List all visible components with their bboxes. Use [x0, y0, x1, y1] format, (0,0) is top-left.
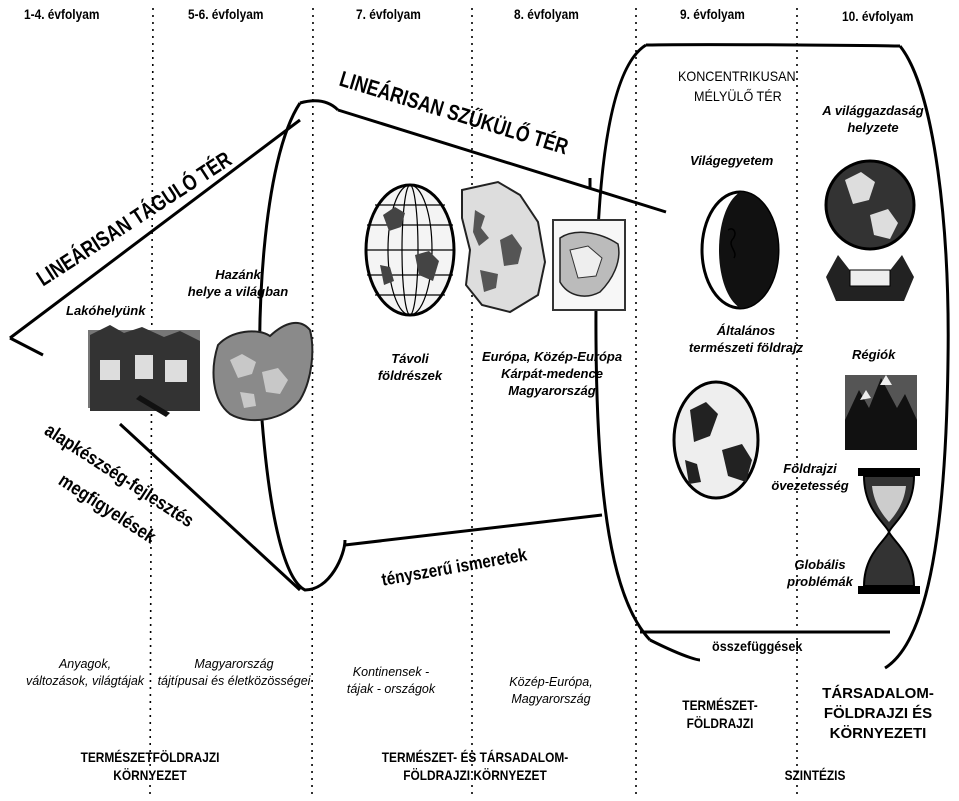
label-europa-line2: Kárpát-medence: [472, 365, 632, 382]
caption-natural-line2: KÖRNYEZET: [65, 766, 235, 784]
bottom-col5-line2: FÖLDRAJZI: [669, 714, 771, 732]
europe-map-icon: [462, 182, 545, 312]
bottom-col2: Magyarország tájtípusai és életközössége…: [150, 656, 318, 690]
label-tavoli-line2: földrészek: [370, 367, 450, 384]
label-vilagegyetem: Világegyetem: [690, 152, 773, 169]
label-altalanos: Általános természeti földrajz: [676, 322, 816, 356]
bottom-col3-line2: tájak - országok: [326, 681, 456, 698]
caption-natsoc-line2: FÖLDRAJZI KÖRNYEZET: [360, 766, 590, 784]
bottom-col2-line1: Magyarország: [150, 656, 318, 673]
concentric-title-line2: MÉLYÜLŐ TÉR: [694, 88, 782, 104]
hourglass-icon: [858, 468, 920, 594]
label-foldrajzi-line2: övezetesség: [765, 477, 855, 494]
label-regiok: Régiók: [852, 346, 895, 363]
cone-upper-edge: [10, 120, 300, 338]
label-lakohelyunk: Lakóhelyünk: [66, 302, 145, 319]
bottom-col5-line1: TERMÉSZET-: [669, 696, 771, 714]
bottom-col2-line2: tájtípusai és életközösségei: [150, 673, 318, 690]
bottom-col6-line2: FÖLDRAJZI ÉS: [808, 704, 948, 724]
label-vilaggazdasag-line1: A világgazdaság: [808, 102, 938, 119]
label-europa: Európa, Közép-Európa Kárpát-medence Magy…: [472, 348, 632, 399]
label-europa-line1: Európa, Közép-Európa: [472, 348, 632, 365]
cylinder-left-ellipse: [596, 45, 650, 640]
label-hazank: Hazánk helye a világban: [178, 266, 298, 300]
grade-header-1-4: 1-4. évfolyam: [24, 6, 99, 22]
label-tavoli-line1: Távoli: [370, 350, 450, 367]
bottom-col6: TÁRSADALOM- FÖLDRAJZI ÉS KÖRNYEZETI: [808, 684, 948, 744]
grade-header-7: 7. évfolyam: [356, 6, 421, 22]
carpathian-basin-icon: [553, 220, 625, 310]
bottom-col4: Közép-Európa, Magyarország: [486, 674, 616, 708]
caption-natural-environment: TERMÉSZETFÖLDRAJZI KÖRNYEZET: [65, 748, 235, 784]
caption-natural-line1: TERMÉSZETFÖLDRAJZI: [65, 748, 235, 766]
concentric-title-line1: KONCENTRIKUSAN: [678, 68, 796, 84]
bottom-col6-line1: TÁRSADALOM-: [808, 684, 948, 704]
grade-header-10: 10. évfolyam: [842, 8, 913, 24]
label-hazank-line1: Hazánk: [178, 266, 298, 283]
label-foldrajzi-line1: Földrajzi: [765, 460, 855, 477]
bottom-col1-line1: Anyagok,: [20, 656, 150, 673]
bottom-col3: Kontinensek - tájak - országok: [326, 664, 456, 698]
bottom-col5: TERMÉSZET- FÖLDRAJZI: [669, 696, 771, 732]
label-foldrajzi-ovezetesseg: Földrajzi övezetesség: [765, 460, 855, 494]
label-altalanos-line2: természeti földrajz: [676, 339, 816, 356]
bottom-col4-line1: Közép-Európa,: [486, 674, 616, 691]
caption-natural-social-environment: TERMÉSZET- ÉS TÁRSADALOM- FÖLDRAJZI KÖRN…: [360, 748, 590, 784]
bottom-col1: Anyagok, változások, világtájak: [20, 656, 150, 690]
cone-lower-edge-a: [10, 338, 43, 355]
label-vilaggazdasag-line2: helyzete: [808, 119, 938, 136]
regions-mountains-icon: [845, 375, 917, 450]
narrowing-funnel: [300, 101, 666, 545]
cylinder-bottom-curve: [650, 640, 700, 660]
label-relations: összefüggések: [712, 638, 802, 654]
bottom-col4-line2: Magyarország: [486, 691, 616, 708]
funnel-top-cap: [300, 101, 338, 110]
caption-synthesis: SZINTÉZIS: [768, 766, 862, 784]
label-globalis-problemak: Globális problémák: [780, 556, 860, 590]
label-hazank-line2: helye a világban: [178, 283, 298, 300]
earth-globe-icon: [674, 382, 758, 498]
funnel-lower-edge: [345, 515, 602, 545]
label-altalanos-line1: Általános: [676, 322, 816, 339]
cylinder-top-edge: [646, 45, 900, 46]
hometown-sketch-icon: [88, 325, 200, 417]
bottom-col3-line1: Kontinensek -: [326, 664, 456, 681]
bottom-col6-line3: KÖRNYEZETI: [808, 724, 948, 744]
grade-header-5-6: 5-6. évfolyam: [188, 6, 263, 22]
label-globalis-line2: problémák: [780, 573, 860, 590]
label-tavoli: Távoli földrészek: [370, 350, 450, 384]
moon-universe-icon: [702, 192, 778, 308]
label-vilaggazdasag: A világgazdaság helyzete: [808, 102, 938, 136]
grade-header-8: 8. évfolyam: [514, 6, 579, 22]
hungary-map-icon: [214, 323, 313, 420]
caption-natsoc-line1: TERMÉSZET- ÉS TÁRSADALOM-: [360, 748, 590, 766]
globe-7-icon: [366, 185, 454, 315]
label-europa-line3: Magyarország: [472, 382, 632, 399]
bottom-col1-line2: változások, világtájak: [20, 673, 150, 690]
world-economy-icon: [826, 161, 914, 301]
grade-header-9: 9. évfolyam: [680, 6, 745, 22]
label-globalis-line1: Globális: [780, 556, 860, 573]
